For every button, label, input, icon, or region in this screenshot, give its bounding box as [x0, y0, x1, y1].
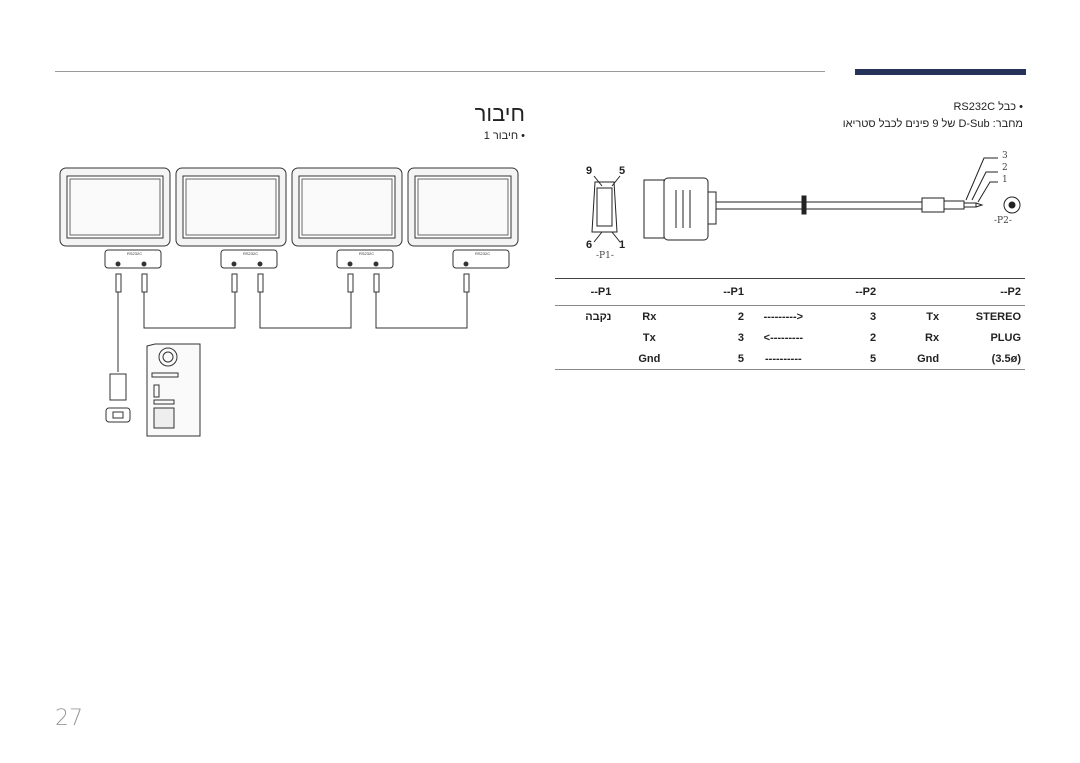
- table-cell: נקבה: [585, 310, 612, 323]
- header-cell: --P2: [818, 278, 881, 306]
- ring-3-label: 3: [1002, 151, 1008, 161]
- table-cell: [555, 348, 616, 370]
- ring-1-label: 1: [1002, 175, 1008, 185]
- pin5-label: 5: [619, 165, 625, 177]
- page-number: 27: [55, 706, 83, 731]
- table-cell: Tx: [926, 310, 940, 323]
- monitor-1: [59, 167, 171, 247]
- table-cell: [555, 327, 615, 348]
- table-cell: STEREO: [975, 310, 1021, 323]
- top-rule: [55, 71, 825, 72]
- table-cell: <---------: [763, 331, 804, 344]
- table-row: Gnd 5 ---------- 5 Gnd (3.5ø): [555, 348, 1025, 370]
- table-cell: 5: [683, 348, 748, 370]
- table-cell: 3: [737, 331, 744, 344]
- table-cell: PLUG: [990, 331, 1021, 344]
- ring-2-label: 2: [1002, 163, 1008, 173]
- connector-description: מחבר: D-Sub של 9 פינים לכבל סטריאו: [842, 118, 1023, 130]
- port-label-3: RS232C: [359, 251, 374, 256]
- table-cell: (3.5ø): [943, 348, 1025, 370]
- rs232c-cable-title: • כבל RS232C: [953, 101, 1023, 113]
- port-label-1: RS232C: [127, 251, 142, 256]
- table-cell: 3: [870, 310, 877, 323]
- cable-illustration: 9 5 6 1 -P1- -P2- 3 2 1: [586, 151, 1021, 261]
- p2-tag: -P2-: [994, 216, 1012, 226]
- header-cell: [747, 278, 819, 306]
- port-label-2: RS232C: [243, 251, 258, 256]
- table-row: Tx 3 <--------- 2 Rx PLUG: [555, 327, 1025, 348]
- section-heading: חיבור: [474, 101, 525, 126]
- table-cell: Rx: [642, 310, 657, 323]
- table-header-row: --P1 --P1 --P2 --P2: [555, 278, 1025, 306]
- table-cell: 2: [870, 331, 877, 344]
- p1-tag: -P1-: [596, 251, 614, 261]
- header-cell: --P2: [943, 278, 1025, 306]
- table-cell: Tx: [642, 331, 656, 344]
- header-cell: [880, 278, 944, 306]
- table-cell: Rx: [925, 331, 940, 344]
- header-cell: --P1: [683, 278, 748, 306]
- header-cell: [615, 278, 684, 306]
- table-cell: ----------: [747, 348, 819, 370]
- table-cell: Gnd: [615, 348, 684, 370]
- pin1-label: 1: [619, 239, 625, 251]
- pin6-label: 6: [586, 239, 592, 251]
- monitor-2: [175, 167, 287, 247]
- pc-tower: [146, 343, 201, 437]
- monitor-3: [291, 167, 403, 247]
- port-label-4: RS232C: [475, 251, 490, 256]
- top-accent-bar: [855, 69, 1026, 75]
- table-cell: 2: [737, 310, 744, 323]
- table-row: נקבה Rx 2 ---------> 3 Tx STEREO: [555, 306, 1025, 328]
- connection-bullet: • חיבור 1: [483, 130, 525, 142]
- pin9-label: 9: [586, 165, 592, 177]
- header-cell: --P1: [555, 278, 616, 306]
- pin-mapping-table: --P1 --P1 --P2 --P2 נקבה Rx 2 --------->…: [555, 278, 1025, 370]
- monitor-4: [407, 167, 519, 247]
- table-cell: 5: [818, 348, 881, 370]
- daisy-chain-illustration: RS232C RS232C RS232C RS232C: [59, 167, 519, 437]
- daisy-chain-diagram: RS232C RS232C RS232C RS232C: [55, 160, 535, 440]
- table-cell: Gnd: [880, 348, 944, 370]
- rs232c-cable-diagram: 9 5 6 1 -P1- -P2- 3 2 1: [580, 140, 1030, 270]
- table-cell: --------->: [763, 310, 804, 323]
